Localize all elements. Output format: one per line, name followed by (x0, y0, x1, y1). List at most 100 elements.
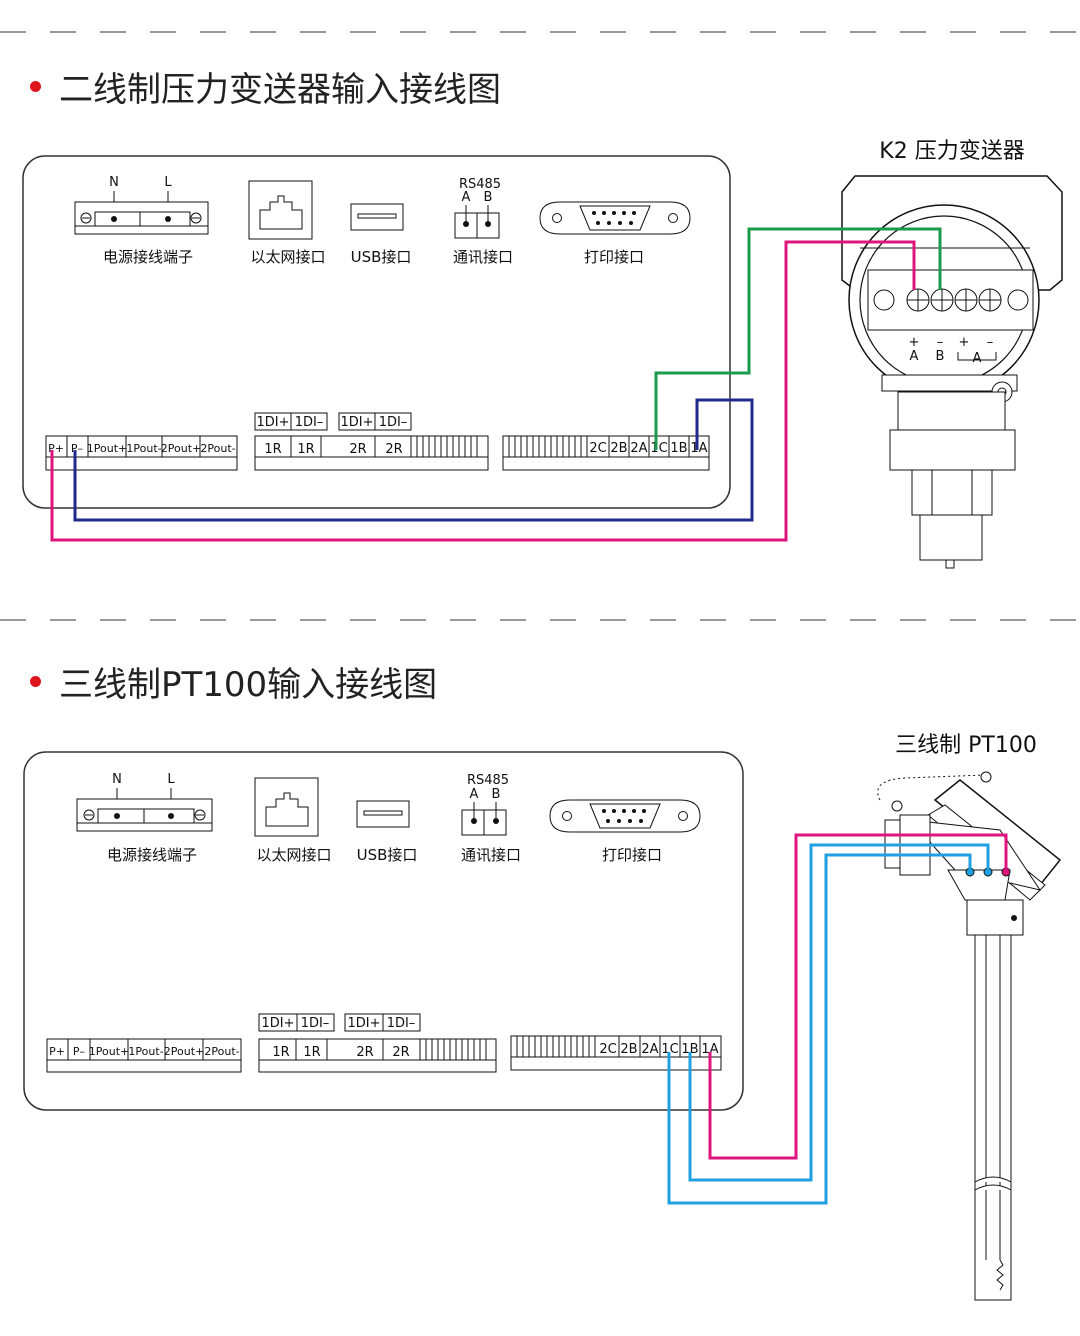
svg-text:P–: P– (73, 1045, 85, 1058)
svg-text:1Pout+: 1Pout+ (89, 1045, 129, 1058)
svg-text:2C: 2C (599, 1042, 616, 1057)
pressure-transmitter: K2 压力变送器 + – + – A B A (841, 139, 1063, 569)
power-terminal: N L 电源接线端子 (74, 175, 209, 266)
svg-text:1DI+: 1DI+ (340, 415, 373, 430)
section1-heading: 二线制压力变送器输入接线图 (30, 62, 501, 111)
svg-text:2Pout-: 2Pout- (200, 442, 235, 455)
section2-heading: 三线制PT100输入接线图 (30, 657, 437, 706)
wire-green (654, 227, 942, 450)
svg-text:N: N (109, 175, 119, 190)
svg-text:P–: P– (71, 442, 83, 455)
svg-text:三线制 PT100: 三线制 PT100 (895, 733, 1037, 758)
svg-text:1R: 1R (272, 1045, 289, 1060)
input-terminal-strip: 2C 2B 2A 1C 1B 1A (510, 1035, 722, 1071)
usb-port-icon: USB接口 (356, 800, 418, 864)
controller-panel (22, 155, 731, 509)
wire-blue-2 (667, 853, 972, 1205)
wire-magenta (708, 833, 1008, 1160)
svg-text:+: + (959, 335, 970, 350)
svg-text:2Pout+: 2Pout+ (161, 442, 201, 455)
svg-text:1DI–: 1DI– (379, 415, 408, 430)
controller-panel (23, 751, 744, 1111)
pt100-sensor: 三线制 PT100 (877, 733, 1062, 1301)
svg-text:1B: 1B (670, 441, 687, 456)
svg-text:以太网接口: 以太网接口 (250, 248, 325, 266)
rs485-comm-port: RS485 A B 通讯接口 (453, 177, 513, 266)
svg-text:1R: 1R (297, 442, 314, 457)
svg-text:L: L (167, 772, 175, 787)
svg-text:B: B (484, 190, 493, 205)
svg-text:1A: 1A (690, 441, 707, 456)
svg-text:2R: 2R (356, 1045, 373, 1060)
power-terminal: N L 电源接线端子 (76, 772, 213, 864)
svg-text:A: A (462, 190, 471, 205)
svg-text:2R: 2R (349, 442, 366, 457)
ethernet-port-icon: 以太网接口 (254, 777, 332, 864)
svg-text:通讯接口: 通讯接口 (453, 248, 513, 266)
svg-text:+: + (909, 335, 920, 350)
svg-text:1DI–: 1DI– (301, 1016, 330, 1031)
svg-text:1Pout-: 1Pout- (126, 442, 161, 455)
svg-text:A: A (910, 349, 919, 364)
svg-text:P+: P+ (48, 442, 64, 455)
relay-terminal-strip: 1R 1R 2R 2R (258, 1038, 497, 1073)
svg-text:以太网接口: 以太网接口 (256, 846, 331, 864)
wire-navy (73, 398, 754, 522)
svg-text:1A: 1A (701, 1042, 718, 1057)
svg-text:电源接线端子: 电源接线端子 (103, 248, 193, 266)
svg-text:–: – (937, 335, 944, 350)
svg-text:P+: P+ (49, 1045, 65, 1058)
svg-text:USB接口: USB接口 (357, 846, 418, 864)
digital-input-labels: 1DI+ 1DI– 1DI+ 1DI– (258, 1013, 421, 1032)
svg-text:1DI–: 1DI– (387, 1016, 416, 1031)
svg-text:A: A (973, 351, 982, 366)
relay-terminal-strip: 1R 1R 2R 2R (254, 435, 489, 471)
print-port-icon: 打印接口 (549, 799, 701, 864)
usb-port-icon: USB接口 (350, 203, 412, 266)
svg-text:–: – (987, 335, 994, 350)
bullet-icon (30, 676, 41, 687)
svg-text:2A: 2A (641, 1042, 658, 1057)
section1-title: 二线制压力变送器输入接线图 (59, 70, 501, 110)
svg-text:2R: 2R (385, 442, 402, 457)
svg-text:L: L (164, 175, 172, 190)
svg-text:1R: 1R (264, 442, 281, 457)
svg-text:电源接线端子: 电源接线端子 (107, 846, 197, 864)
svg-text:K2 压力变送器: K2 压力变送器 (879, 139, 1024, 164)
svg-text:1Pout+: 1Pout+ (87, 442, 127, 455)
svg-text:2B: 2B (620, 1042, 637, 1057)
svg-text:1DI–: 1DI– (295, 415, 324, 430)
svg-text:打印接口: 打印接口 (602, 846, 662, 864)
svg-text:B: B (492, 787, 501, 802)
svg-text:打印接口: 打印接口 (584, 248, 644, 266)
svg-text:通讯接口: 通讯接口 (461, 846, 521, 864)
svg-text:1DI+: 1DI+ (256, 415, 289, 430)
svg-text:1DI+: 1DI+ (261, 1016, 294, 1031)
wire-blue-1 (688, 843, 990, 1182)
svg-text:1C: 1C (661, 1042, 678, 1057)
svg-text:2A: 2A (630, 441, 647, 456)
svg-text:2Pout+: 2Pout+ (164, 1045, 204, 1058)
section2-diagram: N L 电源接线端子 以太网接口 USB接口 RS485 A B 通讯接口 (23, 733, 1062, 1301)
print-port-icon: 打印接口 (539, 201, 691, 266)
rs485-comm-port: RS485 A B 通讯接口 (461, 773, 521, 864)
svg-text:1R: 1R (303, 1045, 320, 1060)
svg-text:B: B (936, 349, 945, 364)
svg-text:1B: 1B (681, 1042, 698, 1057)
svg-text:USB接口: USB接口 (351, 248, 412, 266)
section1-diagram: N L 电源接线端子 以太网接口 USB接口 RS485 A B 通讯接口 (22, 139, 1063, 569)
input-terminal-strip: 2C 2B 2A 1C 1B 1A (502, 435, 710, 471)
svg-text:N: N (112, 772, 122, 787)
section2-title: 三线制PT100输入接线图 (59, 665, 438, 705)
svg-text:A: A (470, 787, 479, 802)
bullet-icon (30, 81, 41, 92)
svg-text:2C: 2C (589, 441, 606, 456)
svg-text:2Pout-: 2Pout- (204, 1045, 239, 1058)
svg-text:1Pout-: 1Pout- (128, 1045, 163, 1058)
svg-text:RS485: RS485 (467, 773, 509, 788)
ethernet-port-icon: 以太网接口 (248, 180, 326, 266)
svg-text:1C: 1C (650, 441, 667, 456)
svg-text:RS485: RS485 (459, 177, 501, 192)
output-terminal-strip: P+ P– 1Pout+ 1Pout- 2Pout+ 2Pout- (45, 435, 238, 471)
